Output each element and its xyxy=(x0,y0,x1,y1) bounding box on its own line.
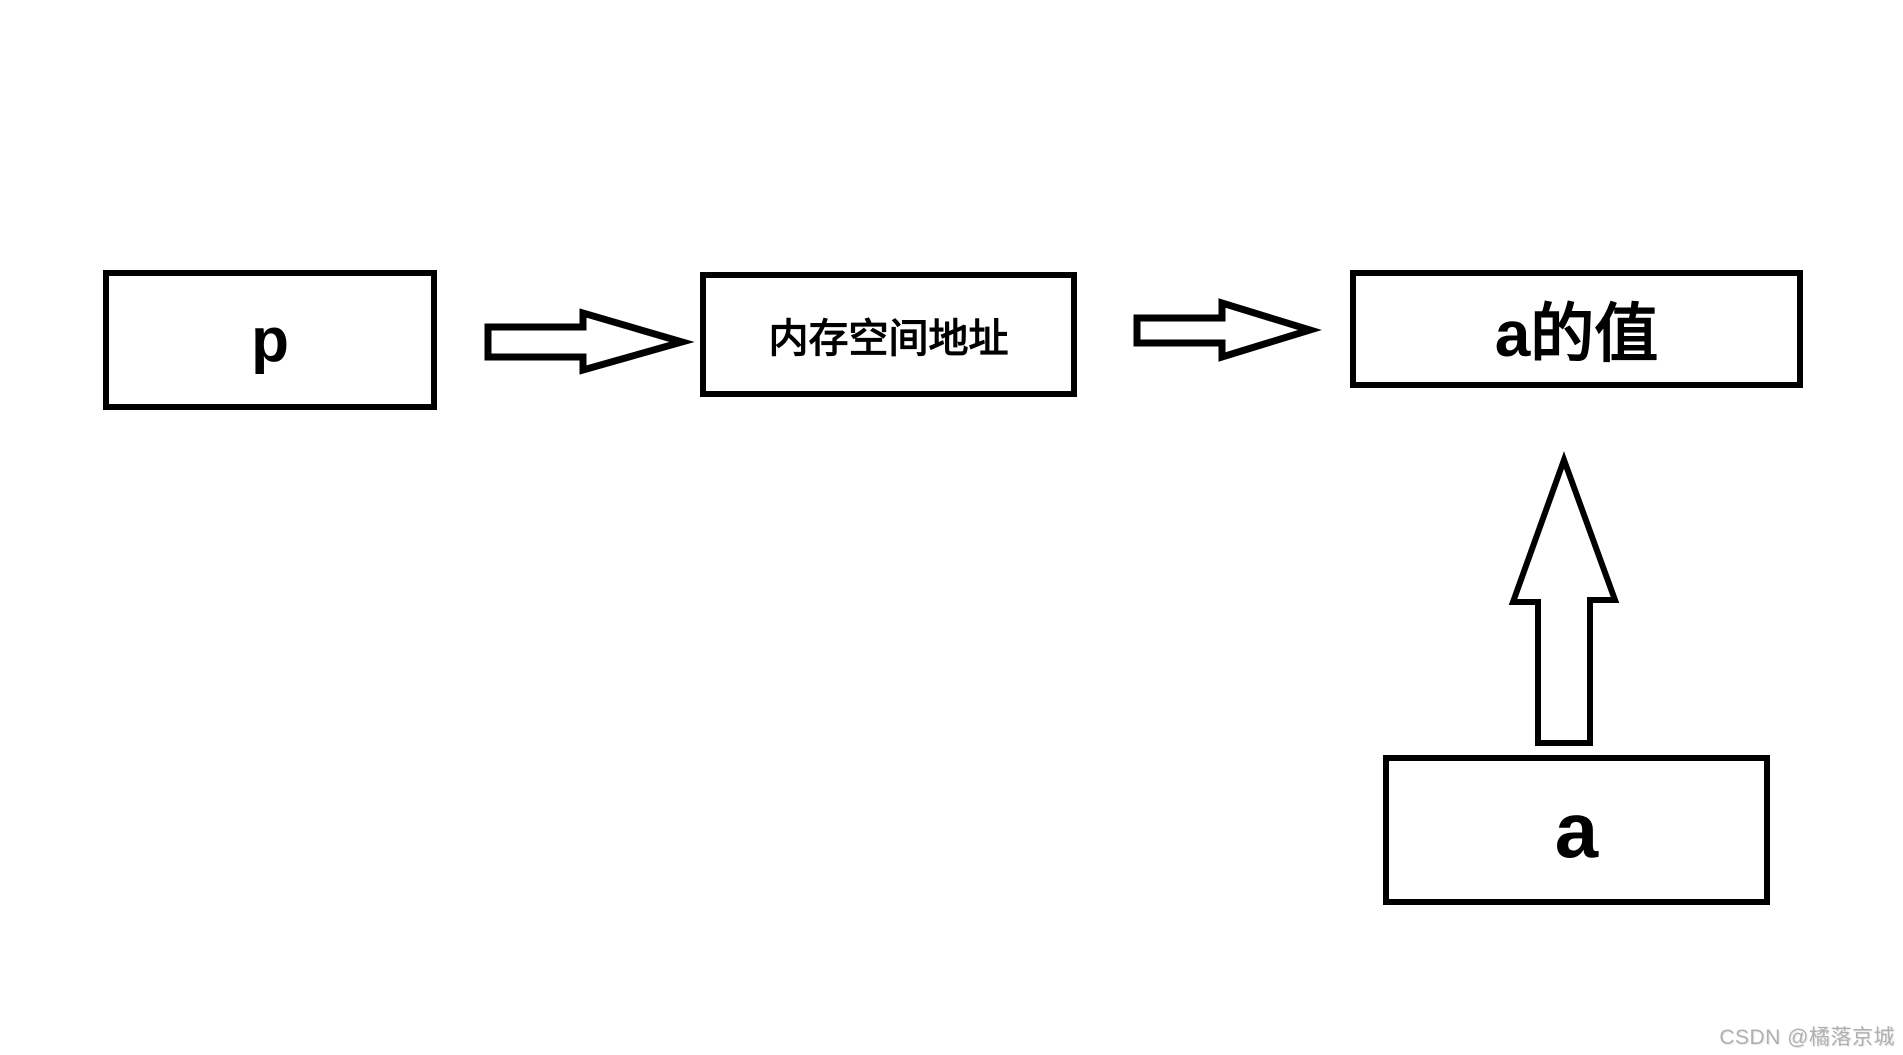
arrow-right-pointer-to-address-icon xyxy=(484,308,695,375)
pointer-box: p xyxy=(103,270,437,410)
variable-box: a xyxy=(1383,755,1770,905)
arrow-right-address-to-value-icon xyxy=(1133,298,1322,362)
address-box: 内存空间地址 xyxy=(700,272,1077,397)
value-box: a的值 xyxy=(1350,270,1803,388)
watermark: CSDN @橘落京城 xyxy=(1719,1026,1895,1049)
arrow-up-variable-to-value-icon xyxy=(1508,451,1620,746)
address-box-label: 内存空间地址 xyxy=(768,316,1009,361)
pointer-box-label: p xyxy=(251,305,289,375)
value-box-label: a的值 xyxy=(1494,298,1659,370)
variable-box-label: a xyxy=(1554,785,1599,874)
